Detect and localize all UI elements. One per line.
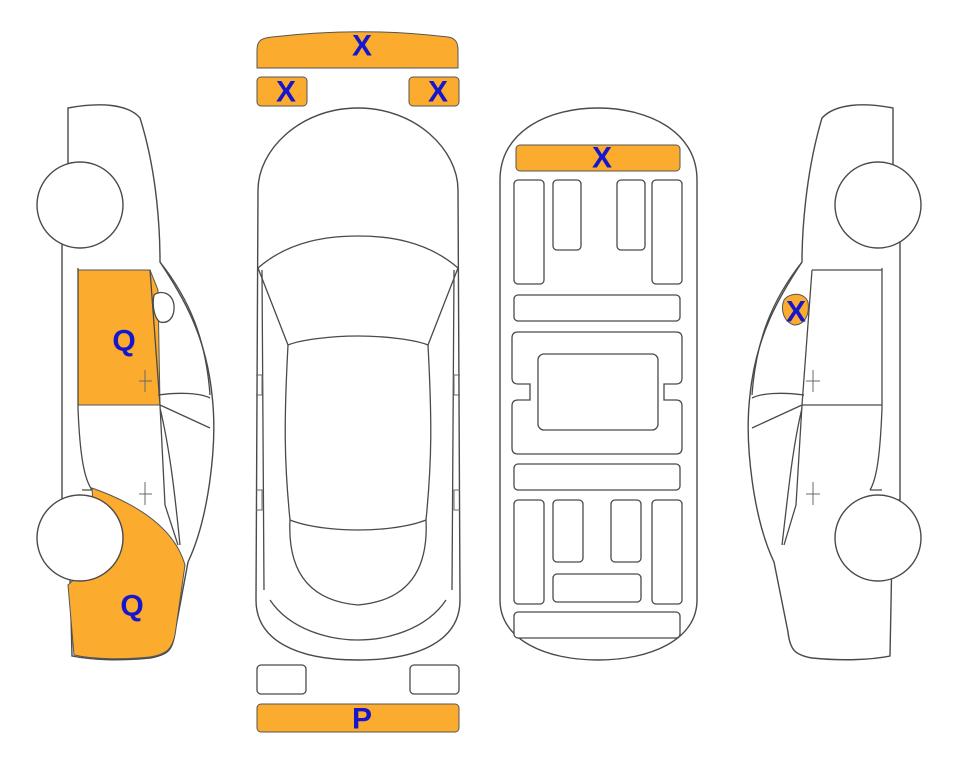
- top-view-body-outline: [255, 107, 461, 661]
- top-view-windshield: [257, 235, 459, 346]
- front-left-headlight-code: X: [276, 76, 296, 109]
- right-rear-wheel: [834, 161, 922, 249]
- rear-left-seat-outer: [513, 499, 545, 605]
- front-bench: [513, 294, 681, 322]
- rear-left-light: [256, 664, 307, 695]
- right-mirror-damage: [781, 293, 809, 326]
- left-side-view: Q Q: [36, 104, 215, 661]
- front-right-seat-outer: [651, 179, 683, 285]
- left-rear-wheel: [36, 161, 124, 249]
- top-view: X X X P: [255, 30, 461, 736]
- right-mirror-code: X: [786, 296, 806, 329]
- interior-view: X: [499, 107, 698, 661]
- left-door-handle-rear: [139, 482, 152, 505]
- right-side-view: X: [747, 104, 922, 661]
- front-bumper-damage: [256, 31, 459, 69]
- left-side-mirror: [152, 291, 175, 324]
- rear-bumper-code: P: [352, 703, 372, 736]
- front-left-seat-outer: [513, 179, 545, 285]
- right-door-handle-rear: [806, 482, 820, 505]
- rear-bench: [513, 463, 681, 491]
- trunk-floor: [513, 611, 681, 639]
- roof-front-code: X: [592, 142, 612, 175]
- rear-right-light: [409, 664, 460, 695]
- right-door-handle-front: [806, 370, 820, 392]
- rear-right-seat-inner: [610, 499, 642, 563]
- left-front-wheel: [36, 494, 124, 582]
- rear-left-seat-inner: [552, 499, 584, 563]
- trunk-tray: [552, 573, 642, 603]
- top-view-roof-lines: [261, 269, 455, 591]
- top-view-side-mirrors: [256, 374, 460, 511]
- front-right-headlight-damage: [408, 76, 460, 107]
- center-console: [537, 353, 659, 431]
- left-door-handle-front: [139, 370, 152, 392]
- rear-right-seat-outer: [651, 499, 683, 605]
- front-left-headlight-damage: [256, 76, 308, 107]
- front-bumper-code: X: [352, 30, 372, 63]
- left-side-door-lines: [77, 261, 211, 546]
- left-front-door-code: Q: [112, 325, 135, 358]
- front-right-headlight-code: X: [428, 76, 448, 109]
- roof-front-damage: [515, 144, 681, 172]
- left-front-fender-code: Q: [120, 590, 143, 623]
- right-side-door-lines: [751, 261, 883, 546]
- front-right-seat-inner: [616, 179, 646, 251]
- front-left-seat-inner: [552, 179, 582, 251]
- right-front-wheel: [834, 494, 922, 582]
- top-view-rear-window: [269, 519, 447, 641]
- rear-bumper-damage: [256, 703, 460, 733]
